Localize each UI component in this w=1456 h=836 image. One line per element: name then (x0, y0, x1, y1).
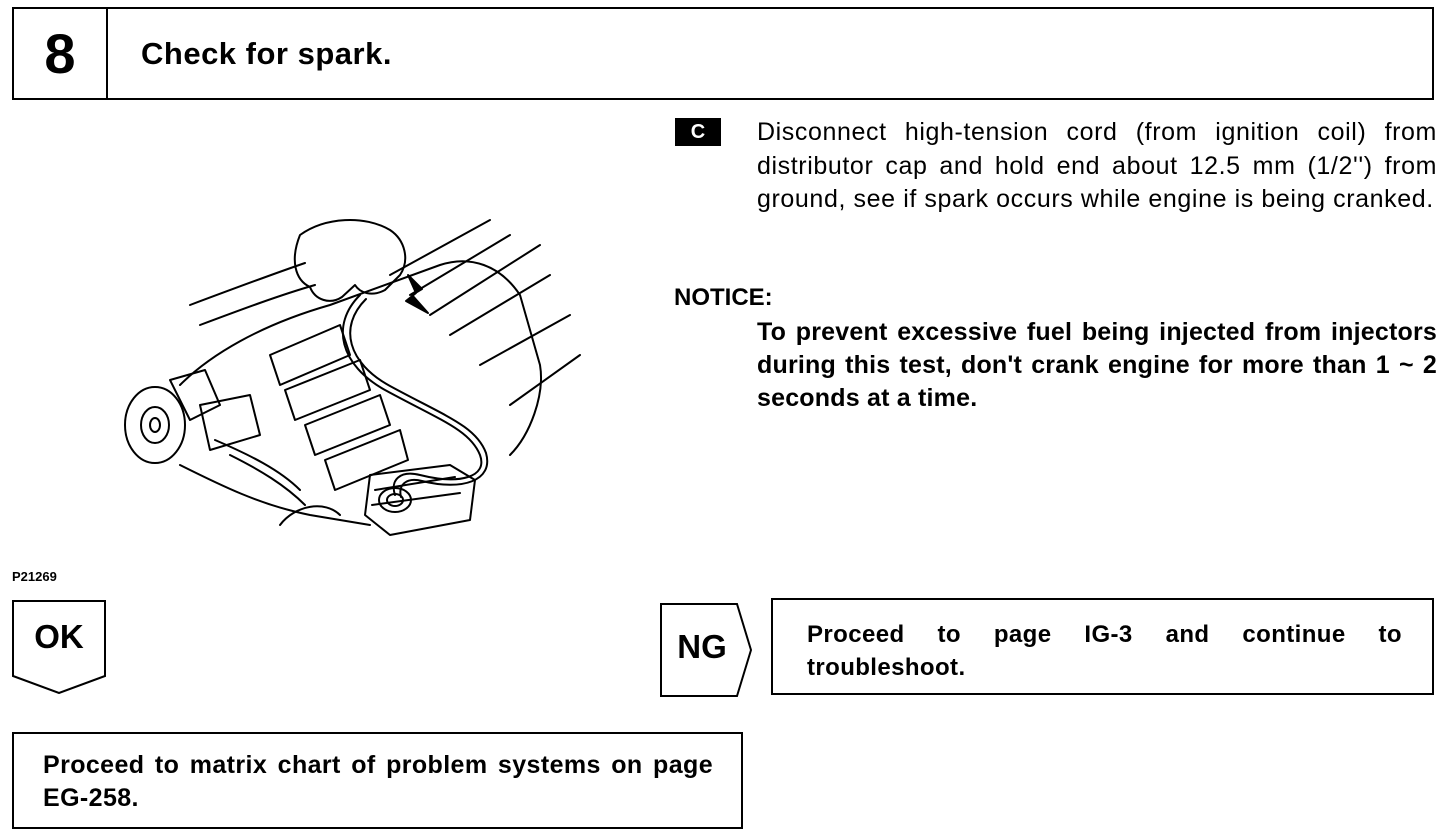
ok-result-text: Proceed to matrix chart of problem syste… (43, 751, 713, 812)
step-header: 8 Check for spark. (12, 7, 1434, 100)
ok-arrow-shape (12, 600, 106, 694)
notice-label: NOTICE: (674, 284, 773, 311)
engine-spark-illustration (124, 218, 581, 536)
figure-code: P21269 (12, 569, 57, 584)
ng-label: NG (677, 628, 727, 665)
step-number: 8 (14, 9, 108, 98)
ok-result-box: Proceed to matrix chart of problem syste… (12, 732, 743, 829)
ng-result-text: Proceed to page IG-3 and continue to tro… (807, 621, 1402, 681)
ng-arrow-shape (660, 603, 752, 697)
notice-text: To prevent excessive fuel being injected… (757, 318, 1437, 412)
section-badge: C (675, 118, 721, 146)
step-title: Check for spark. (141, 35, 392, 71)
instruction-text: Disconnect high-tension cord (from ignit… (757, 118, 1437, 213)
ok-label: OK (34, 618, 84, 655)
ng-result-box: Proceed to page IG-3 and continue to tro… (771, 598, 1434, 695)
